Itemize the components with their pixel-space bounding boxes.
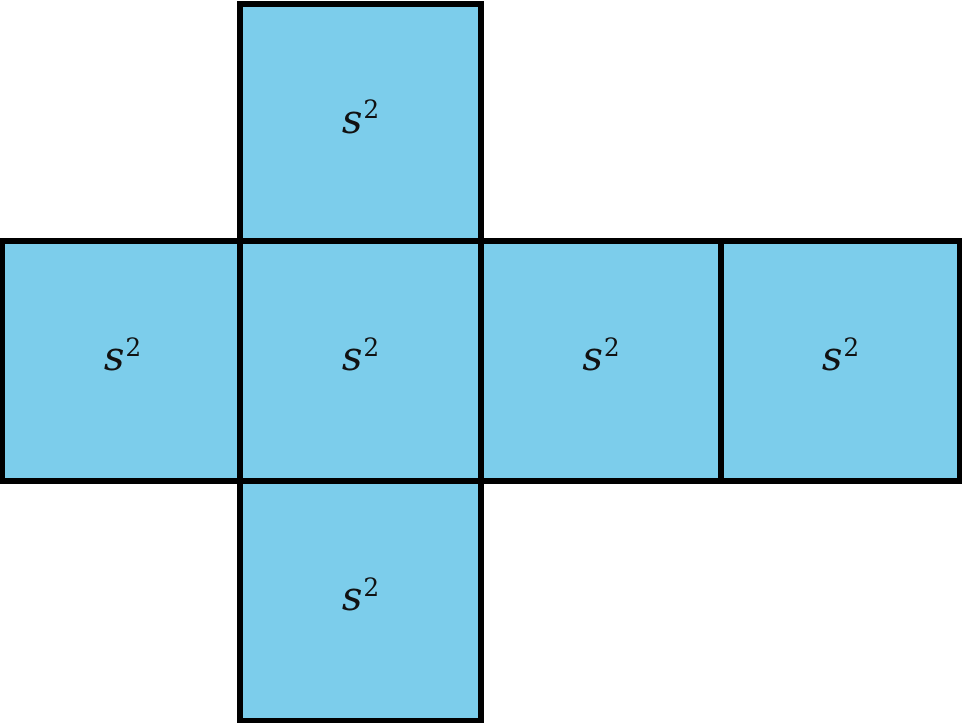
cube-face-bottom: s2 xyxy=(237,478,484,723)
face-variable-bottom: s xyxy=(341,574,363,620)
face-exponent-right: 2 xyxy=(603,332,620,362)
cube-face-center: s2 xyxy=(237,238,484,484)
face-exponent-left: 2 xyxy=(125,332,142,362)
face-variable-left: s xyxy=(103,334,125,380)
face-variable-far-right: s xyxy=(821,334,843,380)
cube-face-top: s2 xyxy=(237,1,484,246)
face-variable-right: s xyxy=(582,334,603,380)
face-variable-center: s xyxy=(341,334,363,380)
face-variable-top: s xyxy=(341,96,363,143)
cube-face-right: s2 xyxy=(478,238,724,484)
face-exponent-far-right: 2 xyxy=(843,332,860,362)
face-label-far-right: s2 xyxy=(821,334,859,380)
face-label-bottom: s2 xyxy=(341,574,379,620)
face-label-center: s2 xyxy=(341,334,379,380)
face-label-top: s2 xyxy=(341,96,379,143)
face-exponent-bottom: 2 xyxy=(363,572,380,602)
face-label-right: s2 xyxy=(582,334,619,380)
cube-face-far-right: s2 xyxy=(718,238,962,484)
cube-face-left: s2 xyxy=(0,238,246,484)
face-label-left: s2 xyxy=(103,334,141,380)
face-exponent-center: 2 xyxy=(363,332,380,362)
face-exponent-top: 2 xyxy=(363,95,380,125)
